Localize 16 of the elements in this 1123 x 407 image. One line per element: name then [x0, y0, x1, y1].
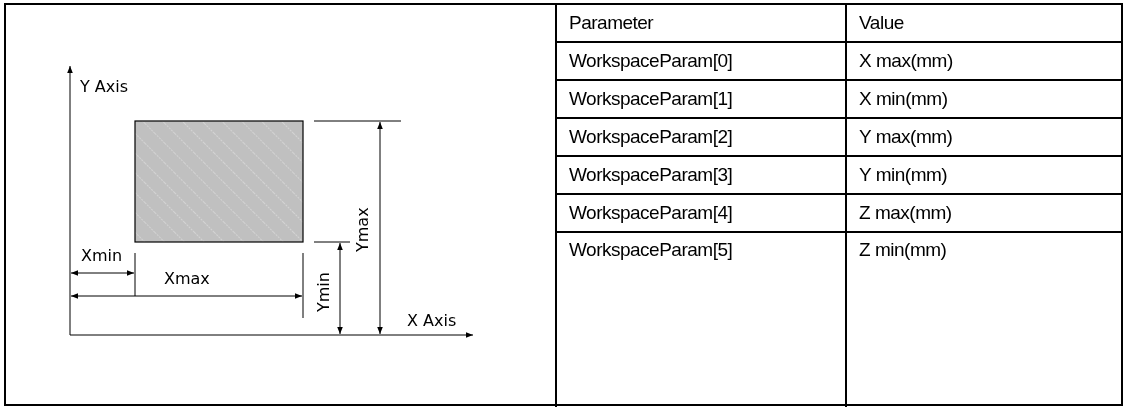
table-cell: WorkspaceParam[3] — [556, 156, 847, 194]
table-cell: Z min(mm) — [846, 232, 1121, 407]
table-cell: WorkspaceParam[0] — [556, 42, 847, 80]
axis-label: Y Axis — [80, 77, 129, 96]
workspace-area — [134, 120, 304, 243]
table-cell: WorkspaceParam[5] — [556, 232, 847, 407]
table-cell: WorkspaceParam[1] — [556, 80, 847, 118]
dimension-label: Xmax — [164, 269, 210, 288]
table-header-cell: Value — [846, 5, 1121, 42]
table-cell: WorkspaceParam[4] — [556, 194, 847, 232]
dimension-label: Ymin — [314, 272, 333, 312]
dimension-label: Ymax — [353, 207, 372, 252]
table-cell: WorkspaceParam[2] — [556, 118, 847, 156]
dimension-label: Xmin — [81, 246, 123, 265]
axis-label: X Axis — [407, 311, 457, 330]
table-header-cell: Parameter — [556, 5, 847, 42]
